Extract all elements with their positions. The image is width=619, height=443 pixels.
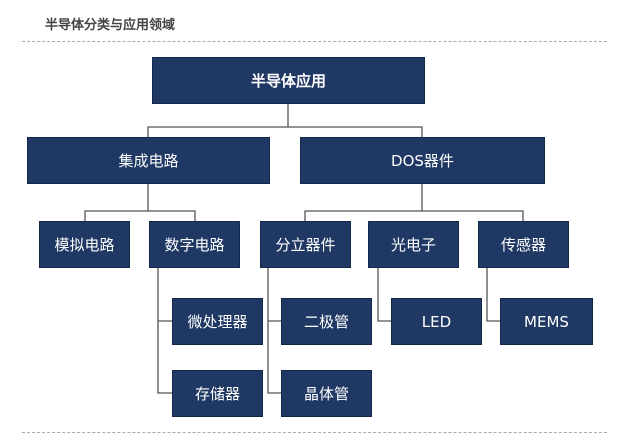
connector-opto [377, 268, 391, 322]
node-discrete: 分立器件 [260, 221, 351, 268]
node-digital: 数字电路 [149, 221, 240, 268]
bottom-divider [22, 432, 607, 433]
node-transistor: 晶体管 [281, 370, 372, 417]
node-mems: MEMS [500, 298, 593, 345]
connector-sensor [486, 268, 500, 322]
connector-ic [84, 184, 196, 221]
node-sensor: 传感器 [478, 221, 569, 268]
node-ic: 集成电路 [27, 137, 270, 184]
connector-dos [304, 184, 524, 221]
node-opto: 光电子 [368, 221, 459, 268]
connector-digital [157, 268, 172, 394]
node-led: LED [391, 298, 482, 345]
node-dos: DOS器件 [300, 137, 545, 184]
connector-discrete [267, 268, 281, 394]
diagram-title: 半导体分类与应用领域 [45, 18, 176, 33]
node-analog: 模拟电路 [39, 221, 130, 268]
top-divider [22, 41, 607, 42]
node-mpu: 微处理器 [172, 298, 263, 345]
node-memory: 存储器 [172, 370, 263, 417]
connector-root [147, 104, 423, 137]
node-root: 半导体应用 [152, 57, 425, 104]
node-diode: 二极管 [281, 298, 372, 345]
